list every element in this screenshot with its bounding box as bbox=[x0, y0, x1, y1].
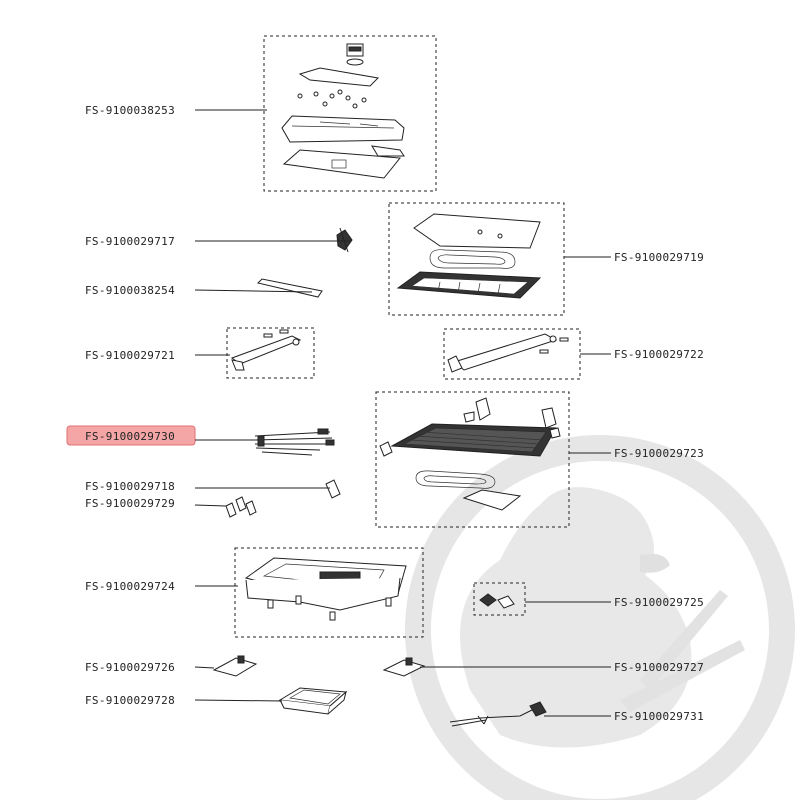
highlight-marker bbox=[66, 425, 196, 446]
label-fs-9100029730[interactable]: FS-9100029730 bbox=[85, 430, 175, 443]
assembly-left-handle bbox=[226, 327, 315, 379]
part-clip bbox=[336, 227, 353, 253]
label-fs-9100029728[interactable]: FS-9100029728 bbox=[85, 694, 175, 707]
part-connectors bbox=[225, 496, 257, 518]
label-fs-9100029721[interactable]: FS-9100029721 bbox=[85, 349, 175, 362]
label-fs-9100029718[interactable]: FS-9100029718 bbox=[85, 480, 175, 493]
part-power-cord bbox=[449, 701, 547, 727]
duck-logo-icon bbox=[405, 435, 795, 800]
label-fs-9100029724[interactable]: FS-9100029724 bbox=[85, 580, 175, 593]
part-wiring-harness bbox=[254, 428, 335, 456]
label-fs-9100029729[interactable]: FS-9100029729 bbox=[85, 497, 175, 510]
label-fs-9100029717[interactable]: FS-9100029717 bbox=[85, 235, 175, 248]
label-fs-9100029731[interactable]: FS-9100029731 bbox=[614, 710, 704, 723]
label-fs-9100038254[interactable]: FS-9100038254 bbox=[85, 284, 175, 297]
part-foot-right bbox=[382, 657, 426, 677]
label-fs-9100029725[interactable]: FS-9100029725 bbox=[614, 596, 704, 609]
assembly-right-handle bbox=[443, 328, 581, 380]
part-foot-left bbox=[212, 655, 258, 677]
label-fs-9100029722[interactable]: FS-9100029722 bbox=[614, 348, 704, 361]
label-fs-9100029723[interactable]: FS-9100029723 bbox=[614, 447, 704, 460]
part-bracket bbox=[325, 479, 341, 499]
label-fs-9100029727[interactable]: FS-9100029727 bbox=[614, 661, 704, 674]
part-rod bbox=[257, 278, 323, 298]
label-fs-9100029726[interactable]: FS-9100029726 bbox=[85, 661, 175, 674]
assembly-switch bbox=[473, 582, 526, 616]
assembly-lower-grill bbox=[375, 391, 570, 528]
assembly-top-housing bbox=[263, 35, 437, 192]
label-fs-9100029719[interactable]: FS-9100029719 bbox=[614, 251, 704, 264]
label-fs-9100038253[interactable]: FS-9100038253 bbox=[85, 104, 175, 117]
assembly-base bbox=[234, 547, 424, 638]
assembly-upper-plate bbox=[388, 202, 565, 316]
part-drip-tray bbox=[278, 687, 348, 715]
